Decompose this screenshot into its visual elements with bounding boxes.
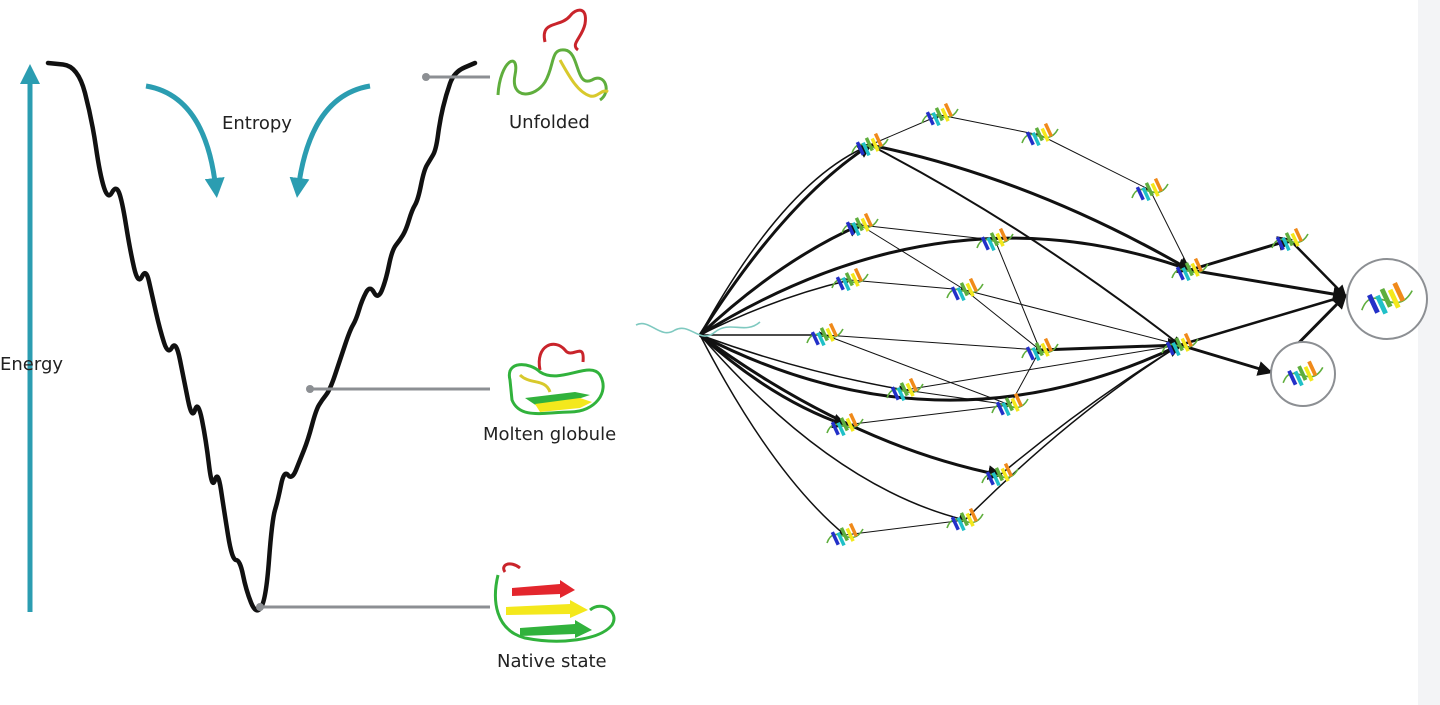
pathway-arrow [859,224,966,291]
protein-ribbon-icon [851,132,889,157]
right-edge-strip [1418,0,1440,705]
energy-landscape: Energy Entropy Unfolded [0,8,616,672]
molten-globule-protein-icon [507,342,605,416]
pathway-arrow [824,334,1011,406]
pathway-arrow [699,236,1193,337]
protein-ribbon-icon [831,267,869,292]
pathway-arrow [1179,292,1348,347]
protein-ribbon-icon [1171,257,1209,282]
state-connectors [256,73,490,611]
state-label-molten: Molten globule [483,424,616,445]
pathway-arrow [904,343,1181,391]
pathway-arrow [699,334,847,536]
protein-ribbon-icon [1021,122,1059,147]
protein-ribbon-icon [946,507,984,532]
protein-ribbon-icon [976,227,1014,252]
helix-bundle-icon [1361,282,1413,315]
protein-ribbon-icon [806,322,844,347]
pathway-arrow [1009,349,1041,406]
pathway-intermediates [635,102,1309,547]
energy-axis-label: Energy [0,354,63,375]
helix-bundle-icon [1282,360,1324,387]
pathway-arrow [964,344,1182,521]
pathway-arrow [849,279,966,293]
protein-ribbon-icon [981,462,1019,487]
pathway-arrow [1179,343,1273,376]
pathway-arrow [869,144,1182,347]
unfolded-protein-icon [496,8,609,102]
pathway-arrow [844,402,1011,426]
pathway-arrow [859,224,996,243]
protein-ribbon-icon [826,412,864,437]
protein-ribbon-icon [1131,177,1169,202]
pathway-arrow [869,143,1193,272]
native-state-protein-icon [494,562,616,643]
pathway-arrow [699,334,907,393]
pathway-arrow [844,518,966,536]
pathway-arrow [964,289,1181,347]
pathway-arrow [994,239,1041,351]
pathway-arrow [699,277,852,336]
protein-ribbon-icon [946,277,984,302]
pathway-arrows [698,114,1348,536]
protein-ribbon-icon [841,212,879,237]
pathway-arrow [999,344,1182,476]
pathway-arrow [1189,236,1293,272]
pathway-arrow [699,334,967,523]
pathway-arrow [698,143,873,336]
protein-ribbon-icon [886,377,924,402]
protein-ribbon-icon [1161,332,1199,357]
folding-pathway-network [635,102,1428,547]
pathway-arrow [824,334,1041,353]
pathway-arrow [869,114,941,146]
pathway-arrow [1039,337,1183,353]
protein-ribbon-icon [921,102,959,127]
protein-ribbon-icon [635,321,761,337]
pathway-arrow [699,143,872,336]
pathway-arrow [698,222,863,337]
protein-ribbon-icon [991,392,1029,417]
entropy-arrow-icon [145,83,225,198]
pathway-arrow [939,114,1041,137]
pathway-arrow [1149,189,1191,271]
pathway-arrow [964,289,1041,351]
pathway-arrow [699,333,1183,402]
pathway-arrow [698,333,848,429]
energy-funnel-curve [45,60,478,613]
protein-ribbon-icon [826,522,864,547]
pathway-arrow [1189,268,1348,302]
entropy-arrow-icon [289,83,371,198]
entropy-label: Entropy [222,113,292,134]
pathway-arrow [1039,134,1151,191]
state-label-native: Native state [497,651,607,672]
state-label-unfolded: Unfolded [509,112,590,133]
protein-ribbon-icon [1271,227,1309,252]
protein-ribbon-icon [1021,337,1059,362]
